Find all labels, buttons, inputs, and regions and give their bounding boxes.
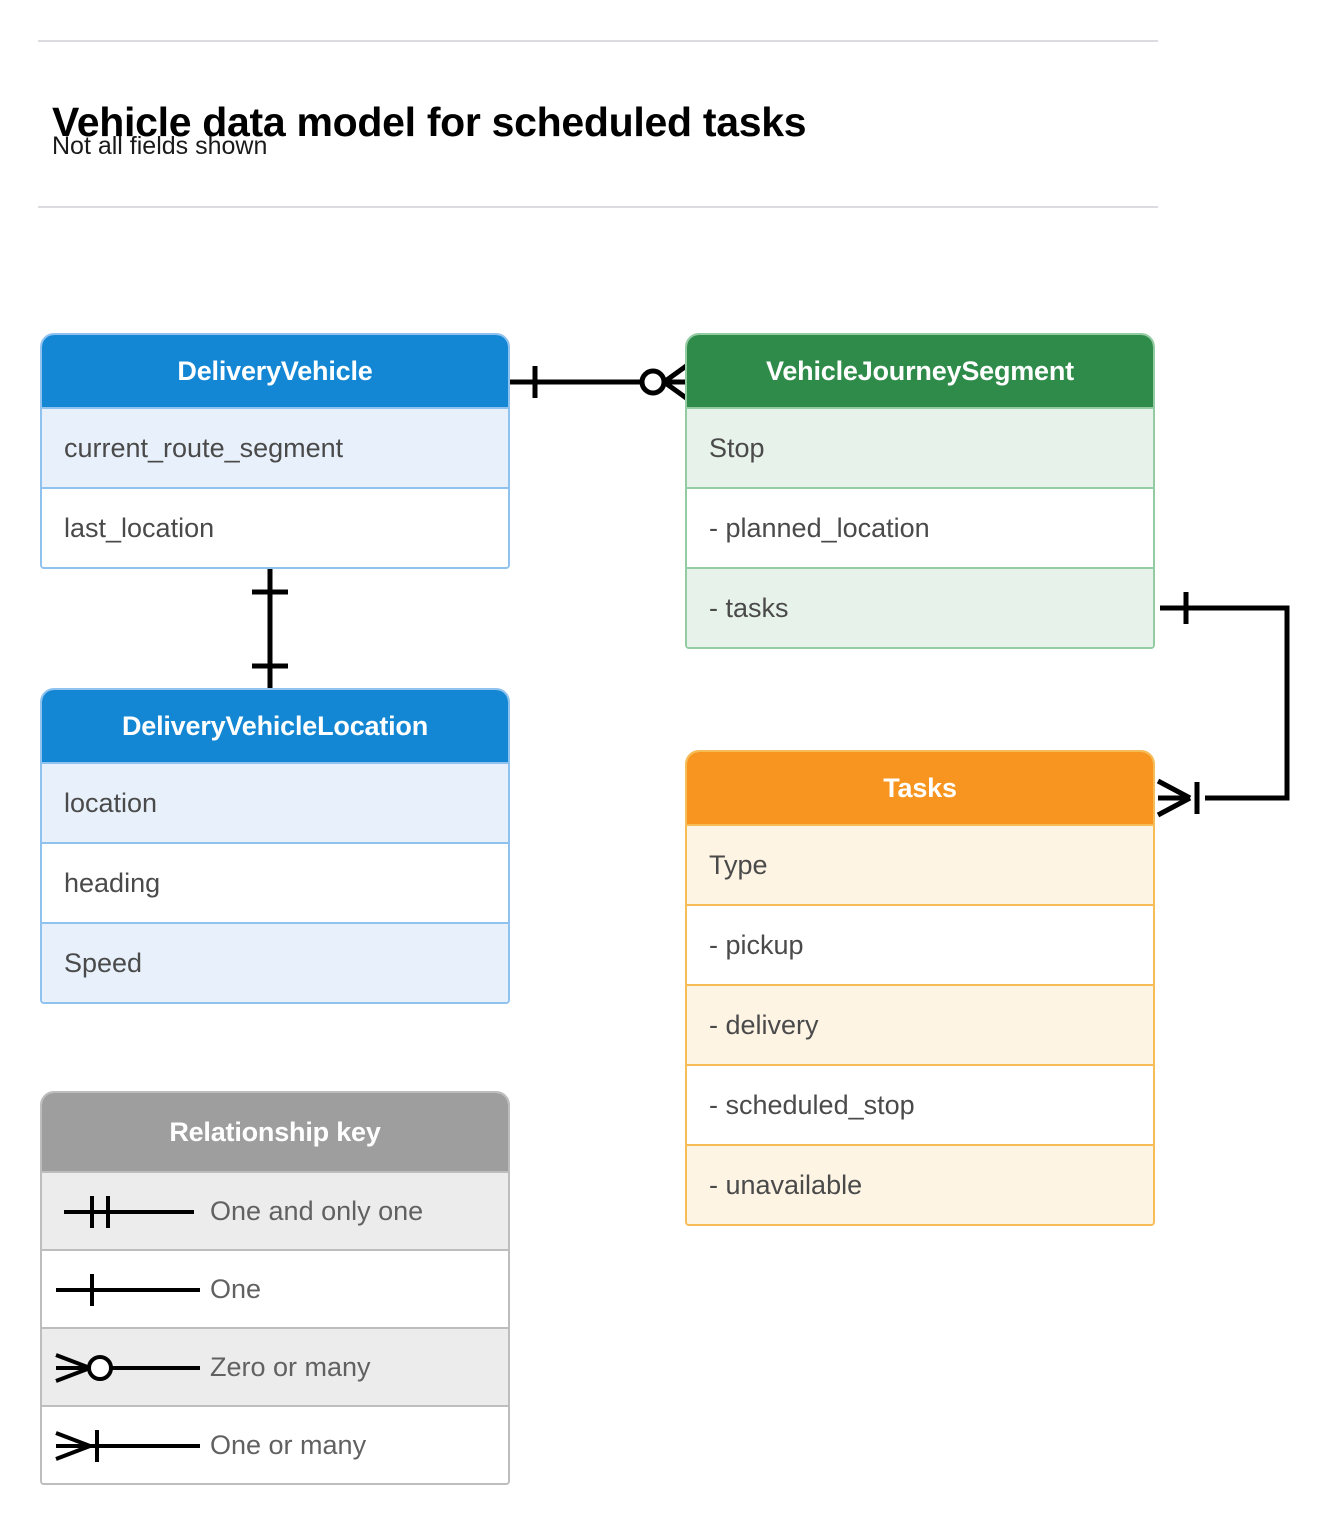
zero-or-many-symbol-icon [42, 1329, 210, 1405]
entity-field-row: location [42, 762, 508, 842]
entity-field-row: last_location [42, 487, 508, 567]
entity-field-row: heading [42, 842, 508, 922]
entity-field-row: - tasks [687, 567, 1153, 647]
legend-item: One [42, 1249, 508, 1327]
entity-field-row: - pickup [687, 904, 1153, 984]
entity-title-vehicle-journey-segment: VehicleJourneySegment [687, 335, 1153, 407]
page-subtitle: Not all fields shown [52, 132, 268, 160]
entity-field-row: Stop [687, 407, 1153, 487]
entity-field-row: - planned_location [687, 487, 1153, 567]
entity-field-row: - unavailable [687, 1144, 1153, 1224]
entity-field-row: Type [687, 824, 1153, 904]
entity-delivery-vehicle[interactable]: DeliveryVehicle current_route_segment la… [40, 333, 510, 569]
legend-item-label: One or many [210, 1429, 367, 1460]
entity-tasks[interactable]: Tasks Type - pickup - delivery - schedul… [685, 750, 1155, 1226]
relationship-deliveryvehicle-vehiclejourneysegment [509, 361, 691, 403]
entity-vehicle-journey-segment[interactable]: VehicleJourneySegment Stop - planned_loc… [685, 333, 1155, 649]
relationship-key-legend[interactable]: Relationship key One and only one One [40, 1091, 510, 1485]
legend-title: Relationship key [42, 1093, 508, 1171]
legend-item: One and only one [42, 1171, 508, 1249]
header-rule-bottom [38, 206, 1158, 208]
entity-title-tasks: Tasks [687, 752, 1153, 824]
header-rule-top [38, 40, 1158, 42]
entity-field-row: - delivery [687, 984, 1153, 1064]
one-and-only-one-symbol-icon [42, 1173, 210, 1249]
entity-delivery-vehicle-location[interactable]: DeliveryVehicleLocation location heading… [40, 688, 510, 1004]
legend-item-label: Zero or many [210, 1351, 371, 1382]
entity-field-row: - scheduled_stop [687, 1064, 1153, 1144]
legend-item-label: One [210, 1273, 262, 1304]
entity-title-delivery-vehicle-location: DeliveryVehicleLocation [42, 690, 508, 762]
entity-field-row: Speed [42, 922, 508, 1002]
one-or-many-symbol-icon [42, 1407, 210, 1483]
page-title: Vehicle data model for scheduled tasks [52, 99, 807, 146]
one-symbol-icon [42, 1251, 210, 1327]
legend-item-label: One and only one [210, 1195, 424, 1226]
entity-title-delivery-vehicle: DeliveryVehicle [42, 335, 508, 407]
legend-item: Zero or many [42, 1327, 508, 1405]
relationship-deliveryvehicle-deliveryvehiclelocation [252, 566, 288, 692]
entity-field-row: current_route_segment [42, 407, 508, 487]
relationship-vehiclejourneysegment-tasks [1156, 592, 1290, 818]
legend-item: One or many [42, 1405, 508, 1483]
